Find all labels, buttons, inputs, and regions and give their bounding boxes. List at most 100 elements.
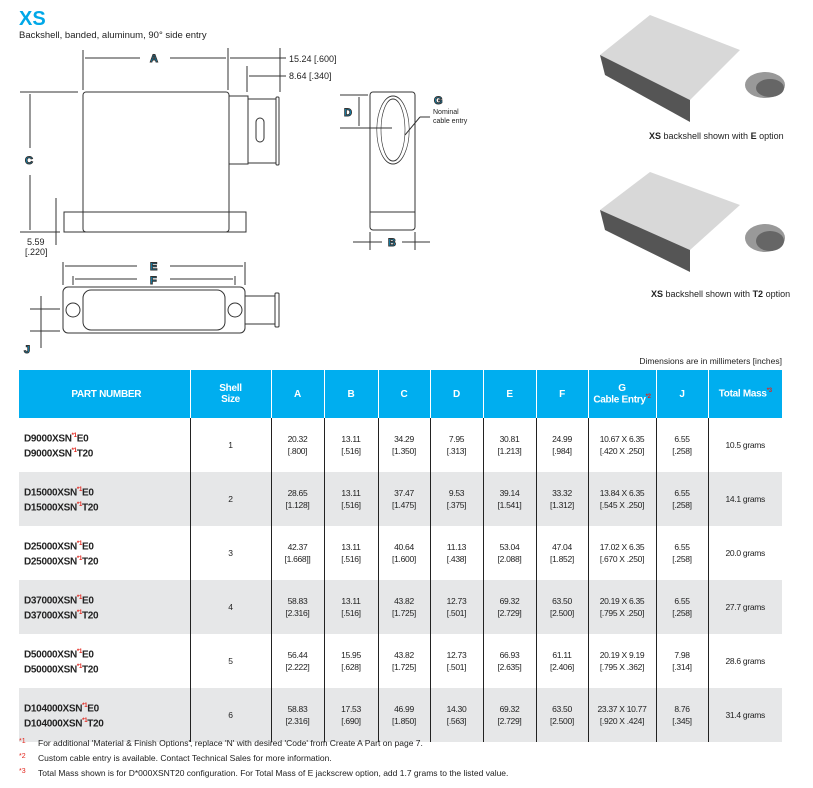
dimensions-note: Dimensions are in millimeters [inches]: [639, 356, 782, 366]
technical-drawing: A C D G B E F J 15.24 [.600] 8.64 [.340]…: [20, 15, 785, 357]
cell-d: 12.73[.501]: [429, 580, 483, 634]
top-view: [30, 262, 280, 348]
cell-c: 43.82[1.725]: [377, 634, 430, 688]
cell-total-mass: 28.6 grams: [707, 634, 782, 688]
cell-c: 43.82[1.725]: [377, 580, 430, 634]
cell-total-mass: 14.1 grams: [707, 472, 782, 526]
cell-c: 40.64[1.600]: [377, 526, 430, 580]
cell-c: 37.47[1.475]: [377, 472, 430, 526]
label-e: E: [150, 261, 157, 273]
cell-b: 15.95[.628]: [323, 634, 378, 688]
col-c: C: [377, 370, 430, 418]
photo-caption-e: XS backshell shown with E option: [649, 131, 784, 141]
cell-total-mass: 31.4 grams: [707, 688, 782, 742]
end-view: [340, 91, 430, 250]
page-title: XS: [19, 8, 46, 30]
cell-c: 46.99[1.850]: [377, 688, 430, 742]
cell-a: 42.37[1.668]]: [270, 526, 324, 580]
cell-e: 69.32[2.729]: [482, 580, 536, 634]
cell-a: 58.83[2.316]: [270, 580, 324, 634]
label-a: A: [150, 53, 158, 65]
cell-shell-size: 2: [189, 472, 271, 526]
label-d: D: [344, 107, 352, 119]
cell-total-mass: 27.7 grams: [707, 580, 782, 634]
col-d: D: [429, 370, 483, 418]
cell-j: 6.55[.258]: [655, 580, 708, 634]
cell-shell-size: 6: [189, 688, 271, 742]
col-b: B: [323, 370, 378, 418]
cell-j: 6.55[.258]: [655, 526, 708, 580]
cell-c: 34.29[1.350]: [377, 418, 430, 472]
cell-j: 6.55[.258]: [655, 418, 708, 472]
cell-e: 66.93[2.635]: [482, 634, 536, 688]
cell-total-mass: 10.5 grams: [707, 418, 782, 472]
col-j: J: [655, 370, 708, 418]
photo-caption-t2: XS backshell shown with T2 option: [651, 289, 791, 299]
cell-total-mass: 20.0 grams: [707, 526, 782, 580]
col-f: F: [535, 370, 588, 418]
side-view: [20, 48, 286, 245]
cell-shell-size: 1: [189, 418, 271, 472]
label-j: J: [24, 344, 30, 356]
cell-g: 10.67 X 6.35[.420 X .250]: [587, 418, 656, 472]
col-e: E: [482, 370, 536, 418]
photo-e-option: [600, 15, 785, 122]
cell-g: 20.19 X 9.19[.795 X .362]: [587, 634, 656, 688]
cell-a: 20.32[.800]: [270, 418, 324, 472]
g-note-2: cable entry: [433, 118, 468, 125]
cell-g: 17.02 X 6.35[.670 X .250]: [587, 526, 656, 580]
cell-g: 13.84 X 6.35[.545 X .250]: [587, 472, 656, 526]
cell-b: 13.11[.516]: [323, 580, 378, 634]
cell-b: 17.53[.690]: [323, 688, 378, 742]
cell-f: 63.50[2.500]: [535, 580, 588, 634]
cell-f: 47.04[1.852]: [535, 526, 588, 580]
cell-g: 20.19 X 6.35[.795 X .250]: [587, 580, 656, 634]
cell-e: 30.81[1.213]: [482, 418, 536, 472]
cell-b: 13.11[.516]: [323, 526, 378, 580]
dim-8-64: 8.64 [.340]: [289, 71, 332, 81]
cell-shell-size: 3: [189, 526, 271, 580]
cell-d: 14.30[.563]: [429, 688, 483, 742]
cell-d: 12.73[.501]: [429, 634, 483, 688]
cell-shell-size: 4: [189, 580, 271, 634]
cell-f: 33.32[1.312]: [535, 472, 588, 526]
label-b: B: [388, 237, 396, 249]
col-a: A: [270, 370, 324, 418]
cell-f: 63.50[2.500]: [535, 688, 588, 742]
col-part-number: PART NUMBER: [19, 370, 190, 418]
dim-5-59: 5.59: [27, 237, 45, 247]
cell-a: 58.83[2.316]: [270, 688, 324, 742]
cell-f: 24.99[.984]: [535, 418, 588, 472]
cell-d: 7.95[.313]: [429, 418, 483, 472]
cell-d: 9.53[.375]: [429, 472, 483, 526]
cell-g: 23.37 X 10.77[.920 X .424]: [587, 688, 656, 742]
cell-a: 28.65[1.128]: [270, 472, 324, 526]
cell-j: 6.55[.258]: [655, 472, 708, 526]
col-total-mass: Total Mass*3: [707, 370, 782, 418]
photo-t2-option: [600, 172, 785, 272]
cell-d: 11.13[.438]: [429, 526, 483, 580]
cell-e: 53.04[2.088]: [482, 526, 536, 580]
cell-j: 7.98[.314]: [655, 634, 708, 688]
g-note-1: Nominal: [433, 109, 459, 116]
